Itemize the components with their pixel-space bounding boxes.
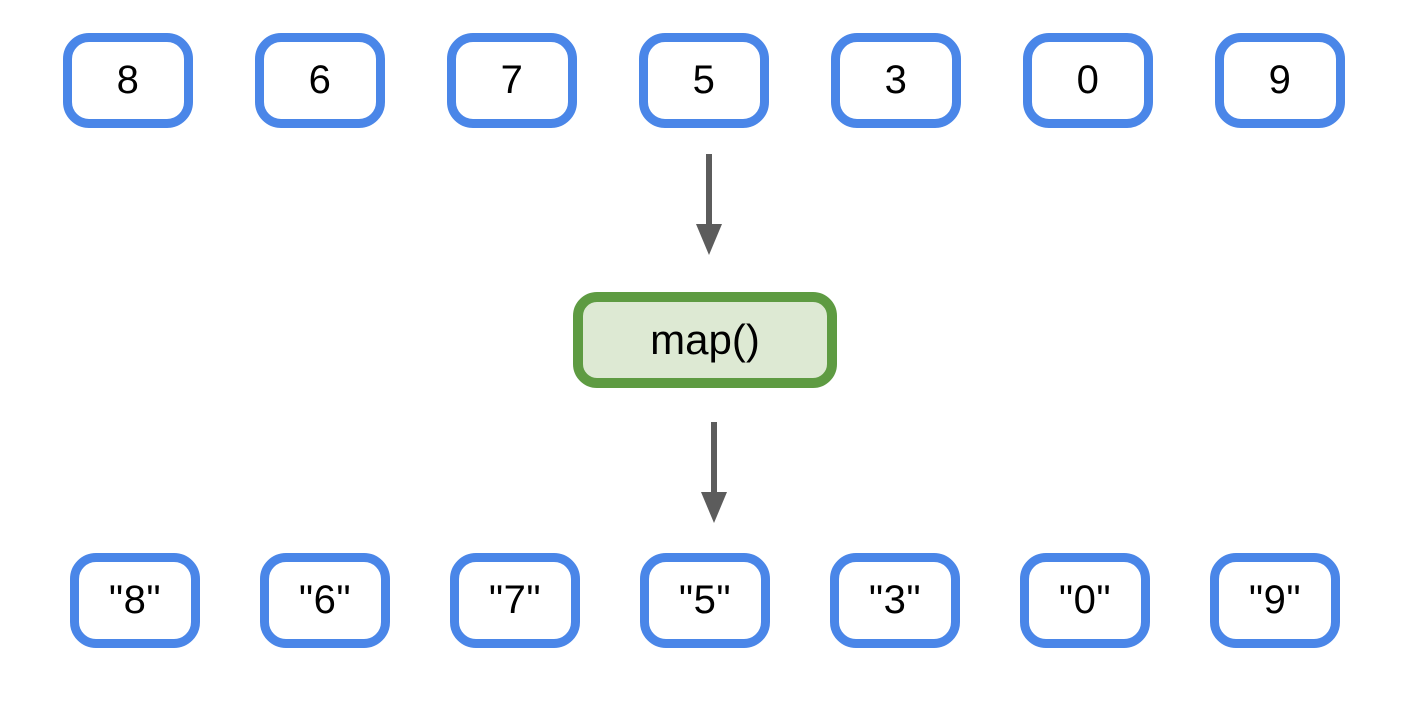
output-cell: "0" [1020,553,1150,648]
down-arrow-icon [696,154,722,255]
output-cell: "7" [450,553,580,648]
map-function-box: map() [573,292,837,388]
input-cell: 9 [1215,33,1345,128]
down-arrow-icon [701,422,727,523]
input-cell: 7 [447,33,577,128]
input-cell: 3 [831,33,961,128]
output-cell: "3" [830,553,960,648]
output-cell: "5" [640,553,770,648]
output-values-row: "8" "6" "7" "5" "3" "0" "9" [70,553,1340,648]
input-cell: 5 [639,33,769,128]
output-cell: "8" [70,553,200,648]
input-values-row: 8 6 7 5 3 0 9 [63,33,1345,128]
down-arrow-head [696,224,722,255]
output-cell: "9" [1210,553,1340,648]
input-cell: 6 [255,33,385,128]
down-arrow-head [701,492,727,523]
output-cell: "6" [260,553,390,648]
input-cell: 8 [63,33,193,128]
input-cell: 0 [1023,33,1153,128]
